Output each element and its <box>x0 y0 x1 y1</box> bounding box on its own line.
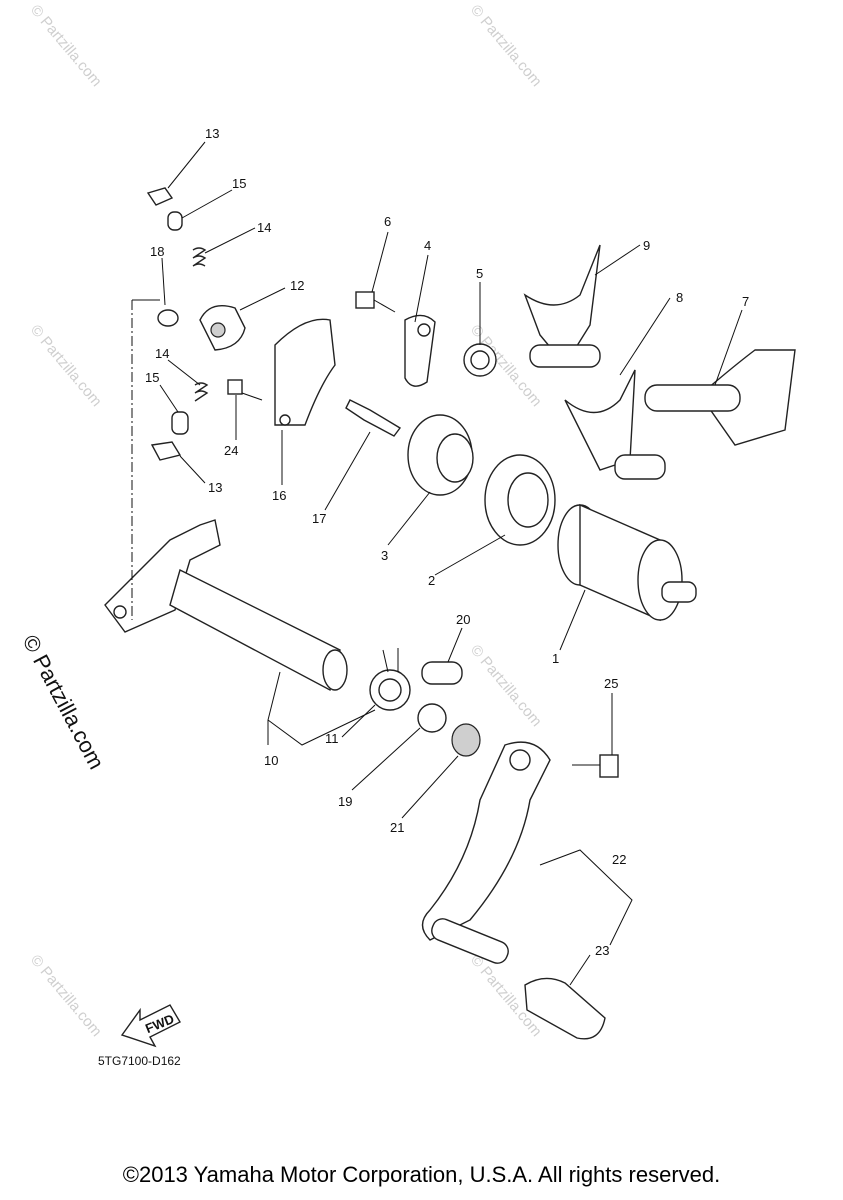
callout-15-top: 15 <box>232 176 246 191</box>
callout-4: 4 <box>424 238 431 253</box>
part-14-top <box>192 247 207 267</box>
callout-25: 25 <box>604 676 618 691</box>
part-1-shaft <box>661 581 697 603</box>
part-5-inner <box>470 350 490 370</box>
callout-23: 22 <box>612 852 626 867</box>
watermark: © Partzilla.com <box>27 2 105 90</box>
part-7-shaft <box>644 384 741 412</box>
part-6-shank <box>373 299 396 313</box>
part-8-shaft <box>614 454 666 480</box>
callout-labels: 13 15 14 18 12 14 15 13 24 16 6 4 5 9 8 … <box>145 126 749 958</box>
part-20 <box>345 399 402 437</box>
part-21 <box>157 309 179 327</box>
copyright-notice: ©2013 Yamaha Motor Corporation, U.S.A. A… <box>122 1162 721 1187</box>
part-1-face <box>637 539 683 621</box>
part-14-lower <box>194 382 209 402</box>
part-19 <box>451 723 481 757</box>
callout-13-lower: 13 <box>208 480 222 495</box>
fwd-arrow-icon <box>120 1004 181 1048</box>
part-22 <box>227 379 243 395</box>
part-23 <box>421 741 551 941</box>
part-2-inner <box>507 472 549 528</box>
callout-24: 23 <box>595 943 609 958</box>
callout-21: 18 <box>150 244 164 259</box>
part-6 <box>355 291 375 309</box>
part-10-shaft <box>169 568 341 692</box>
part-25 <box>599 754 619 778</box>
part-13-lower <box>150 441 182 461</box>
leader-lines <box>159 141 743 986</box>
part-15-top <box>167 211 183 231</box>
diagram-code: 5TG7100-D162 <box>98 1054 181 1068</box>
callout-16: 16 <box>272 488 286 503</box>
part-16-hole <box>279 414 291 426</box>
part-23-hole <box>509 749 531 771</box>
part-11-leg <box>382 649 389 673</box>
callout-19: 21 <box>390 820 404 835</box>
part-23-peg <box>431 918 509 964</box>
part-17 <box>417 703 447 733</box>
part-3-face <box>436 433 474 483</box>
part-10-arm <box>104 519 221 633</box>
callout-5: 5 <box>476 266 483 281</box>
part-22-shank <box>241 392 263 401</box>
callout-13-top: 13 <box>205 126 219 141</box>
callout-6: 6 <box>384 214 391 229</box>
part-9-shaft <box>529 344 601 368</box>
part-10-spline <box>322 649 348 691</box>
part-16 <box>274 318 336 426</box>
callout-3: 3 <box>381 548 388 563</box>
callout-15-lower: 15 <box>145 370 159 385</box>
callout-10: 10 <box>264 753 278 768</box>
watermark: © Partzilla.com <box>467 642 545 730</box>
callout-7: 7 <box>742 294 749 309</box>
callout-17: 19 <box>338 794 352 809</box>
callout-9: 9 <box>643 238 650 253</box>
watermark: © Partzilla.com <box>467 2 545 90</box>
watermark-side: © Partzilla.com <box>18 631 110 774</box>
part-8 <box>564 369 636 471</box>
callout-18: 20 <box>456 612 470 627</box>
callout-8: 8 <box>676 290 683 305</box>
part-15-lower <box>171 411 189 435</box>
part-18 <box>421 661 463 685</box>
part-13-top <box>146 187 174 206</box>
watermark: © Partzilla.com <box>27 952 105 1040</box>
watermark: © Partzilla.com <box>27 322 105 410</box>
part-10-hole <box>113 605 127 619</box>
part-4-hole <box>417 323 431 337</box>
part-24 <box>524 977 606 1040</box>
callout-20: 17 <box>312 511 326 526</box>
callout-2: 2 <box>428 573 435 588</box>
callout-11: 11 <box>325 731 339 746</box>
part-11-inner <box>378 678 402 702</box>
part-12-hub <box>210 322 226 338</box>
callout-14-lower: 14 <box>155 346 169 361</box>
callout-22: 24 <box>224 443 238 458</box>
callout-14-top: 14 <box>257 220 271 235</box>
callout-1: 1 <box>552 651 559 666</box>
callout-12: 12 <box>290 278 304 293</box>
